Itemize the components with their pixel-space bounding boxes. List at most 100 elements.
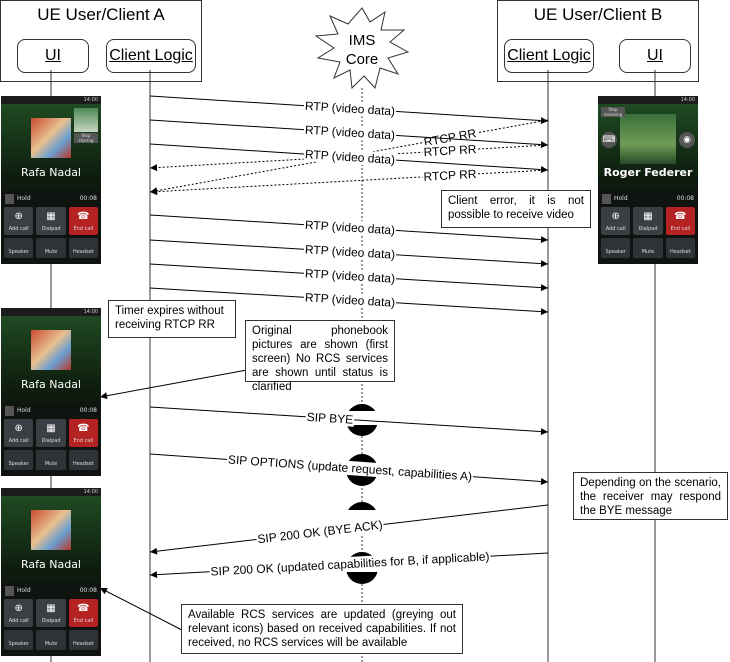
ims-title-1: IMS <box>349 32 376 49</box>
phone-a-video-sharing: 14:00 Stop sharing Rafa Nadal Hold 00:08… <box>1 96 101 264</box>
call-timer: 00:08 <box>79 407 97 414</box>
hold-label: Hold <box>17 407 31 414</box>
message-arrow <box>149 119 549 195</box>
video-thumbnail <box>74 108 98 132</box>
end-call-button[interactable]: ☎End call <box>68 207 98 235</box>
client-b-ui: UI <box>619 39 691 73</box>
message-label: SIP 200 OK (BYE ACK) <box>257 518 384 547</box>
ims-title-2: Core <box>346 51 379 68</box>
message-arrow <box>149 169 549 196</box>
message-label-bg <box>422 142 479 160</box>
contact-photo <box>31 118 71 158</box>
client-a-ui: UI <box>17 39 89 73</box>
message-label: RTCP RR <box>423 167 477 184</box>
stop-receiving-button[interactable]: Stop receiving <box>601 107 625 117</box>
phone-hangup-icon: ☎ <box>674 211 687 222</box>
message-label: RTP (video data) <box>305 99 396 119</box>
phone-hangup-icon: ☎ <box>77 211 90 222</box>
keyboard-icon[interactable]: ⌨ <box>601 132 617 148</box>
note-connector-original <box>99 369 248 400</box>
mute-button[interactable]: Mute <box>36 630 66 650</box>
note-timer-expires: Timer expires without receiving RTCP RR <box>108 300 236 338</box>
status-bar: 14:00 <box>598 96 698 104</box>
status-bar: 14:00 <box>1 308 101 316</box>
client-a-title: UE User/Client A <box>37 5 165 24</box>
message-label-bg <box>255 517 385 547</box>
received-video <box>620 114 676 164</box>
message-label-bg <box>303 266 397 286</box>
plus-icon: ⊕ <box>14 423 23 434</box>
client-b-title: UE User/Client B <box>533 5 663 24</box>
mute-button[interactable]: Mute <box>36 238 66 258</box>
headset-button[interactable]: Headset <box>68 238 98 258</box>
ims-core-star <box>314 7 410 90</box>
message-label-bg <box>303 147 397 168</box>
end-call-button[interactable]: ☎End call <box>68 419 98 447</box>
add-call-button[interactable]: ⊕Add call <box>4 599 34 627</box>
message-label-bg <box>422 166 479 184</box>
message-label-bg <box>303 122 397 143</box>
client-a-box: UE User/Client A UI Client Logic <box>0 0 202 82</box>
message-arrow <box>149 144 549 172</box>
client-b-box: UE User/Client B Client Logic UI <box>497 0 699 82</box>
stop-sharing-button[interactable]: Stop sharing <box>74 133 98 143</box>
message-label-bg <box>303 98 397 119</box>
add-call-button[interactable]: ⊕Add call <box>601 207 631 235</box>
speaker-button[interactable]: Speaker <box>4 630 34 650</box>
hold-icon[interactable] <box>5 406 14 416</box>
add-call-button[interactable]: ⊕Add call <box>4 419 34 447</box>
headset-button[interactable]: Headset <box>68 630 98 650</box>
hold-label: Hold <box>17 587 31 594</box>
note-depending-scenario: Depending on the scenario, the receiver … <box>573 472 728 520</box>
mute-button[interactable]: Mute <box>36 450 66 470</box>
mute-button[interactable]: Mute <box>633 238 663 258</box>
message-label-bg <box>303 290 397 310</box>
dialpad-icon: ▦ <box>46 423 56 434</box>
note-client-error: Client error, it is not possible to rece… <box>441 190 591 228</box>
status-bar: 14:00 <box>1 488 101 496</box>
message-label: RTP (video data) <box>305 266 396 285</box>
message-label-bg <box>305 409 355 427</box>
note-rcs-updated: Available RCS services are updated (grey… <box>181 604 463 654</box>
message-label: RTCP RR <box>423 142 477 159</box>
message-label: RTP (video data) <box>305 218 396 238</box>
client-b-logic: Client Logic <box>504 39 594 73</box>
eye-icon[interactable]: ◉ <box>679 132 695 148</box>
plus-icon: ⊕ <box>611 211 620 222</box>
message-label: SIP BYE <box>306 410 353 427</box>
speaker-button[interactable]: Speaker <box>601 238 631 258</box>
message-label-bg <box>421 125 479 150</box>
hold-icon[interactable] <box>5 194 14 204</box>
contact-photo <box>31 510 71 550</box>
add-call-button[interactable]: ⊕Add call <box>4 207 34 235</box>
headset-button[interactable]: Headset <box>68 450 98 470</box>
headset-button[interactable]: Headset <box>665 238 695 258</box>
end-call-button[interactable]: ☎End call <box>68 599 98 627</box>
dialpad-button[interactable]: ▦Dialpad <box>36 599 66 627</box>
message-label: RTP (video data) <box>305 123 396 143</box>
phone-hangup-icon: ☎ <box>77 423 90 434</box>
call-timer: 00:08 <box>79 195 97 202</box>
status-bar: 14:00 <box>1 96 101 104</box>
hold-icon[interactable] <box>5 586 14 596</box>
client-a-logic: Client Logic <box>106 39 196 73</box>
contact-name: Rafa Nadal <box>20 166 81 179</box>
speaker-button[interactable]: Speaker <box>4 450 34 470</box>
phone-b-video-receiving: 14:00 Stop receiving ⌨ ◉ Roger Federer H… <box>598 96 698 264</box>
hold-icon[interactable] <box>602 194 611 204</box>
message-label: RTP (video data) <box>305 242 396 261</box>
end-call-button[interactable]: ☎End call <box>665 207 695 235</box>
dialpad-button[interactable]: ▦Dialpad <box>36 207 66 235</box>
speaker-button[interactable]: Speaker <box>4 238 34 258</box>
phone-hangup-icon: ☎ <box>77 603 90 614</box>
message-label-bg <box>209 549 491 579</box>
message-label: RTP (video data) <box>305 290 396 309</box>
hold-label: Hold <box>614 195 628 202</box>
dialpad-button[interactable]: ▦Dialpad <box>36 419 66 447</box>
contact-name: Rafa Nadal <box>20 558 81 571</box>
dialpad-button[interactable]: ▦Dialpad <box>633 207 663 235</box>
plus-icon: ⊕ <box>14 603 23 614</box>
contact-photo <box>31 330 71 370</box>
dialpad-icon: ▦ <box>46 211 56 222</box>
